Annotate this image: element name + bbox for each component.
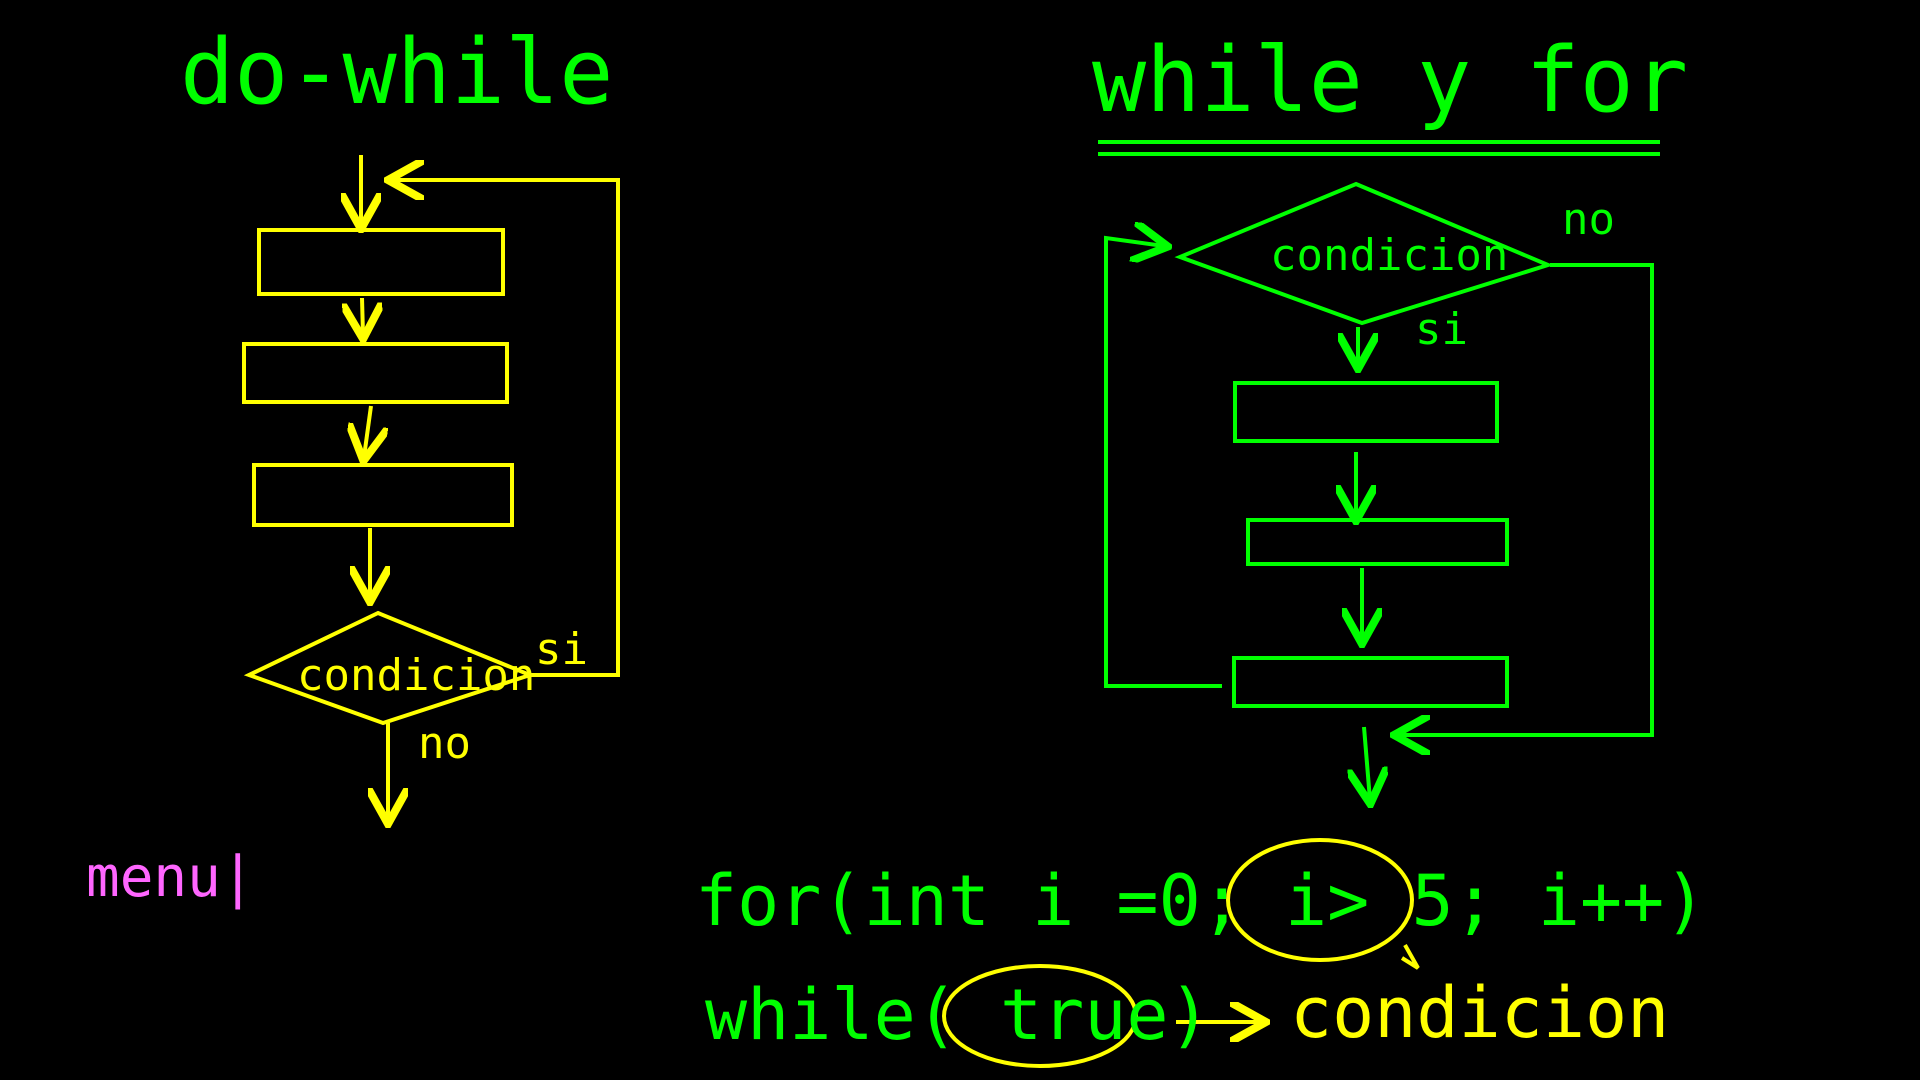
while-statement: while( true) <box>705 974 1211 1056</box>
process-box-2 <box>1246 518 1509 566</box>
do-while-condition-label: condicion <box>297 650 536 701</box>
while-for-no-label: no <box>1562 194 1615 245</box>
process-box-3 <box>1232 656 1509 708</box>
condition-diamond <box>243 610 536 726</box>
code-annotations <box>942 838 1420 1068</box>
while-for-title: while y for <box>1092 28 1689 133</box>
while-for-yes-label: si <box>1415 304 1468 355</box>
condition-pointer <box>1400 944 1420 970</box>
condition-circle-while <box>942 964 1138 1068</box>
loop-back-line <box>1104 238 1222 688</box>
exit-arrow <box>1364 726 1370 800</box>
arrow-box2-box3 <box>364 405 371 457</box>
condition-circle-for <box>1226 838 1414 962</box>
process-box-2 <box>242 342 509 404</box>
arrow-box1-box2 <box>362 297 363 335</box>
for-statement: for(int i =0; i> 5; i++) <box>695 860 1707 942</box>
loop-back-line <box>392 180 620 677</box>
condition-diamond <box>1174 181 1554 326</box>
do-while-no-label: no <box>418 718 471 769</box>
result-condicion-label: condicion <box>1290 972 1670 1054</box>
do-while-yes-label: si <box>535 624 588 675</box>
process-box-1 <box>1233 381 1499 443</box>
while-for-flowchart <box>1098 140 1660 800</box>
process-box-1 <box>257 228 505 296</box>
do-while-title: do-while <box>180 20 614 125</box>
do-while-flowchart <box>242 155 620 820</box>
no-branch-line <box>1398 263 1654 735</box>
menu-text: menu| <box>86 845 255 910</box>
process-box-3 <box>252 463 514 527</box>
while-for-condition-label: condicion <box>1270 230 1509 281</box>
